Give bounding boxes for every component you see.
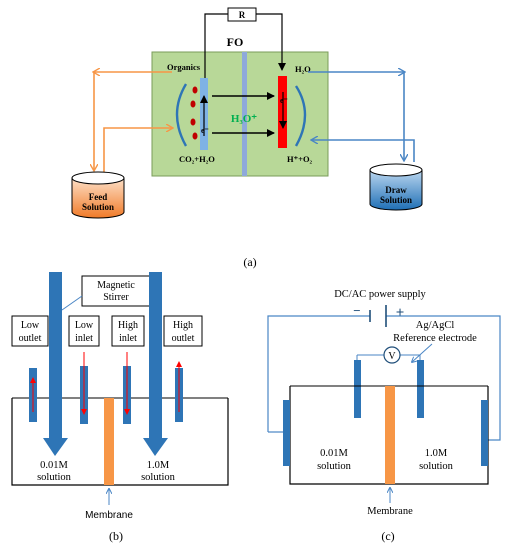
reference-label-1: Ag/AgCl (416, 320, 455, 331)
bacteria (192, 86, 198, 94)
right-solution-c-2: solution (419, 461, 454, 472)
high-inlet-1: High (118, 320, 138, 331)
reference-label-2: Reference electrode (393, 333, 477, 344)
low-inlet-1: Low (75, 320, 94, 331)
caption-a: (a) (243, 255, 256, 269)
power-supply-label: DC/AC power supply (334, 289, 426, 300)
fo-cell (151, 51, 329, 177)
bacteria (190, 100, 196, 108)
feed-return-line (103, 128, 172, 172)
power-circuit-right (386, 315, 501, 441)
anode-electron: e⁻ (201, 126, 209, 135)
membrane-c (385, 386, 395, 484)
draw-label-2: Solution (380, 195, 412, 205)
right-solution-b-1: 1.0M (147, 460, 170, 471)
feed-label-2: Solution (82, 202, 114, 212)
magnetic-stirrer-left (49, 272, 62, 440)
fo-label: FO (227, 35, 244, 49)
stirrer-tip-right (143, 438, 168, 456)
left-solution-b-2: solution (37, 472, 72, 483)
h2o-label: H₂O (295, 64, 311, 74)
circuit-to-cathode (256, 13, 286, 71)
cathode-curve (294, 85, 307, 147)
battery-plus: + (396, 305, 405, 321)
high-inlet-2: inlet (119, 333, 137, 344)
magnetic-stirrer-right (149, 272, 162, 440)
co2-label: CO₂+H₂O (179, 154, 215, 164)
battery-minus: − (353, 303, 360, 318)
bacteria (190, 118, 196, 126)
low-outlet-2: outlet (19, 333, 42, 344)
left-solution-b-1: 0.01M (40, 460, 68, 471)
caption-c: (c) (381, 529, 394, 543)
feed-solution-beaker: Feed Solution (71, 171, 125, 219)
fo-membrane (242, 52, 247, 176)
low-outlet-box (11, 315, 49, 347)
low-outlet-1: Low (21, 320, 40, 331)
voltmeter (383, 346, 401, 364)
tank-b (11, 398, 229, 486)
stirrer-tip-left (43, 438, 68, 456)
working-electrode-right (481, 400, 488, 466)
stirrer-pointer-left (61, 295, 83, 311)
membrane-c-label: Membrane (367, 506, 413, 517)
high-inlet-box (111, 315, 145, 347)
reference-electrode-right (417, 360, 424, 418)
low-inlet-2: inlet (75, 333, 93, 344)
stirrer-label-1: Magnetic (97, 280, 135, 291)
high-outlet-2: outlet (172, 333, 195, 344)
reference-pointer (412, 343, 433, 362)
membrane-b (104, 398, 114, 485)
draw-label-1: Draw (385, 185, 407, 195)
feed-label-1: Feed (89, 192, 108, 202)
panel-c: DC/AC power supply − + Ag/AgCl Reference… (267, 289, 501, 543)
h-o2-label: H⁺+O₂ (287, 154, 313, 164)
draw-solution-beaker: Draw Solution (369, 163, 423, 211)
stirrer-label-2: Stirrer (103, 292, 129, 303)
voltmeter-label: V (388, 351, 396, 362)
organics-label: Organics (167, 62, 201, 72)
biofilm-curve (175, 83, 188, 147)
low-inlet-box (68, 315, 100, 347)
panel-a: FO R e⁻ Organics CO₂+H₂O e⁻ H₂O H⁺+O₂ H₃… (71, 7, 423, 269)
power-circuit (267, 315, 370, 432)
stirrer-box (81, 275, 151, 307)
reference-electrode-left (354, 360, 361, 418)
draw-return-line (312, 140, 415, 162)
high-outlet-1: High (173, 320, 193, 331)
caption-b: (b) (109, 529, 123, 543)
cathode-electron: e⁻ (280, 96, 288, 105)
bacteria (192, 132, 198, 140)
high-outlet-box (163, 315, 203, 347)
right-solution-c-1: 1.0M (425, 448, 448, 459)
resistor-label: R (239, 10, 246, 20)
right-solution-b-2: solution (141, 472, 176, 483)
h3o-label: H₃O⁺ (231, 113, 257, 125)
membrane-b-label: Membrane (85, 510, 133, 521)
panel-b: Magnetic Stirrer Low outlet Low inlet Hi… (11, 272, 229, 543)
left-solution-c-1: 0.01M (320, 448, 348, 459)
left-solution-c-2: solution (317, 461, 352, 472)
working-electrode-left (283, 400, 290, 466)
